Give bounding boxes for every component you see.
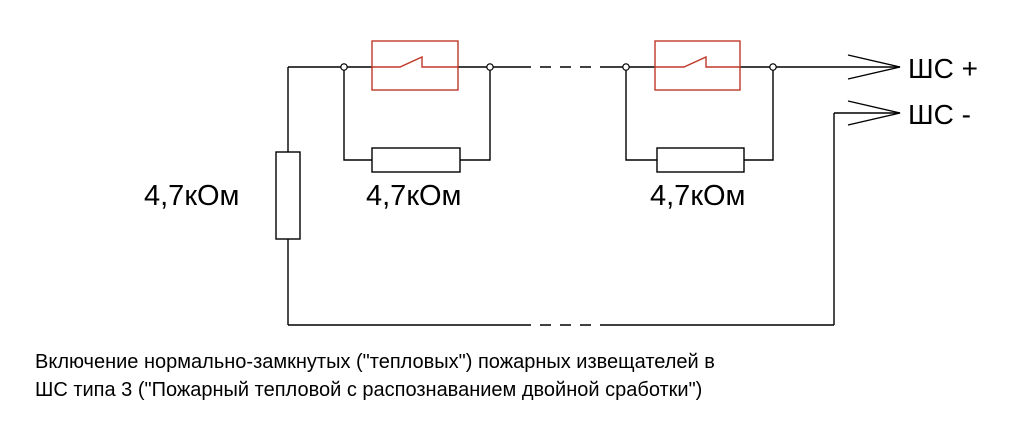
detector2-resistor-label: 4,7кОм <box>650 180 746 212</box>
detector1-box <box>371 40 459 91</box>
detector1-contact <box>372 55 458 68</box>
caption-line-1: Включение нормально-замкнутых ("тепловых… <box>35 351 715 373</box>
detector1-shunt-wire-return <box>460 67 491 161</box>
terminal-plus-label: ШС + <box>908 53 978 84</box>
caption-line-2: ШС типа 3 ("Пожарный тепловой с распозна… <box>35 379 703 401</box>
node-detector1-out <box>486 63 494 71</box>
diagram-caption: Включение нормально-замкнутых ("тепловых… <box>35 348 995 404</box>
detector2-resistor <box>656 147 745 173</box>
detector2-box <box>654 40 741 91</box>
minus-arrow-icon <box>847 100 901 126</box>
detector2-shunt-wire <box>625 67 657 161</box>
detector1-shunt-wire <box>343 67 372 161</box>
detector2-shunt-wire-return <box>744 67 774 161</box>
detector1-resistor-label: 4,7кОм <box>366 180 462 212</box>
detector2 <box>654 40 741 91</box>
rail-resistor <box>275 151 301 240</box>
detector1 <box>371 40 459 91</box>
node-detector2-out <box>769 63 777 71</box>
node-detector1-in <box>340 63 348 71</box>
detector1-resistor <box>371 147 461 173</box>
terminal-minus-label: ШС - <box>908 99 971 130</box>
detector2-contact <box>655 55 740 68</box>
rail-resistor-label: 4,7кОм <box>144 180 240 212</box>
node-detector2-in <box>622 63 630 71</box>
plus-arrow-icon <box>847 54 901 80</box>
